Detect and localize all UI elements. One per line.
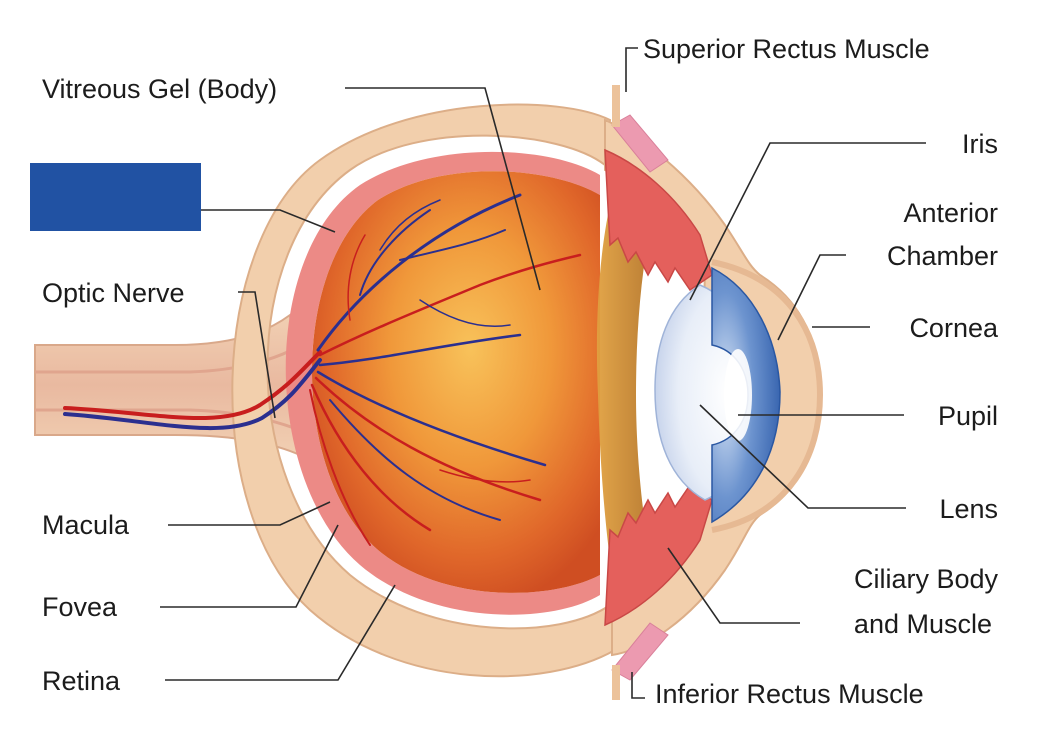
inferior-rectus-muscle [611, 622, 669, 700]
label-superior-rectus: Superior Rectus Muscle [643, 34, 930, 64]
label-fovea: Fovea [42, 592, 118, 622]
label-anterior: Anterior [903, 198, 998, 228]
leader-macula [168, 501, 331, 526]
redaction-box [30, 163, 201, 231]
label-macula: Macula [42, 510, 130, 540]
label-vitreous-gel: Vitreous Gel (Body) [42, 74, 277, 104]
blood-vessels [63, 193, 582, 546]
label-cornea: Cornea [909, 313, 999, 343]
label-retina: Retina [42, 666, 121, 696]
leader-superior-rectus [625, 47, 638, 92]
vitreous-edge [596, 205, 650, 575]
leader-lines [160, 47, 926, 699]
leader-fovea [160, 524, 339, 608]
label-chamber: Chamber [887, 241, 998, 271]
ciliary-body-upper [604, 148, 713, 292]
label-pupil: Pupil [938, 401, 998, 431]
superior-rectus-muscle [611, 85, 669, 173]
label-inferior-rectus: Inferior Rectus Muscle [655, 679, 924, 709]
leader-ciliary [667, 547, 800, 624]
leader-retina [165, 584, 396, 681]
label-ciliary-body: Ciliary Body [854, 564, 999, 594]
label-optic-nerve: Optic Nerve [42, 278, 185, 308]
leader-anterior-chamber [777, 254, 846, 341]
leader-lens [699, 404, 906, 509]
label-and-muscle: and Muscle [854, 609, 992, 639]
pupil [724, 349, 752, 441]
leader-vitreous [345, 87, 541, 291]
leader-redacted [200, 209, 336, 233]
leader-inferior-rectus [631, 672, 645, 699]
leader-optic-nerve [238, 291, 276, 419]
label-lens: Lens [939, 494, 998, 524]
label-iris: Iris [962, 129, 998, 159]
cornea [711, 259, 824, 533]
leader-iris [689, 142, 926, 301]
ciliary-body-lower [604, 483, 713, 627]
